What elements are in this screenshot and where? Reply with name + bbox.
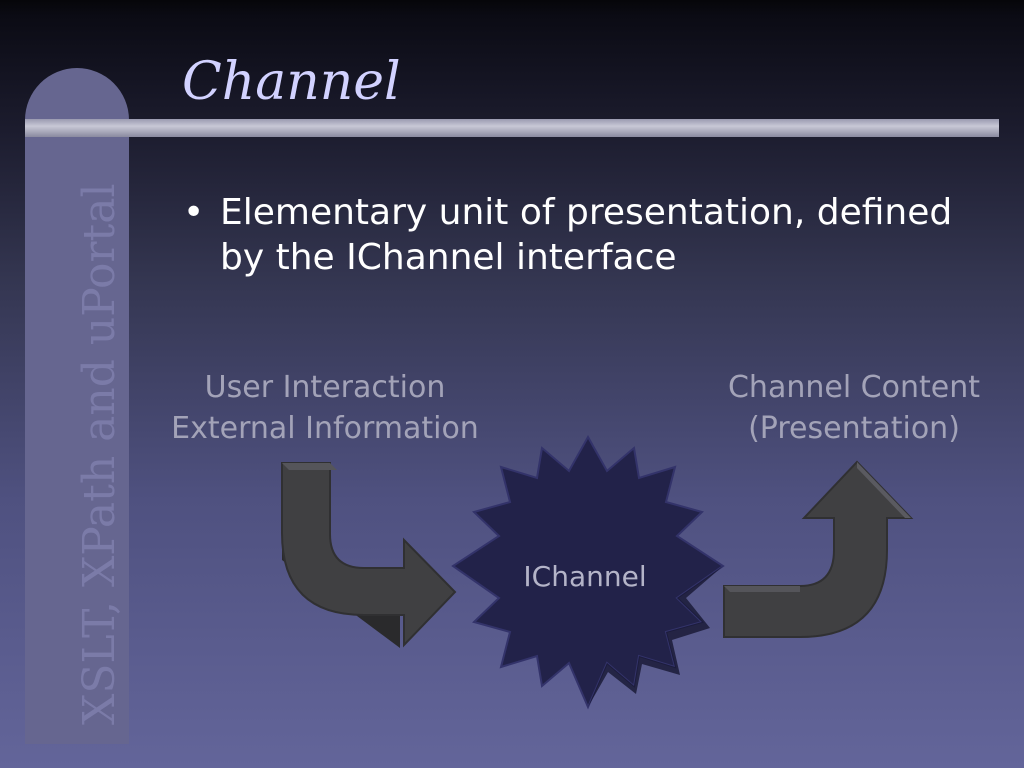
bullet-text: Elementary unit of presentation, defined… [220,192,953,278]
bullet-dot-icon: • [183,192,205,233]
output-label: Channel Content (Presentation) [700,367,1008,449]
input-curved-arrow-icon [281,462,457,648]
ichannel-label: IChannel [523,560,647,593]
input-label-line1: User Interaction [204,370,446,405]
output-label-line1: Channel Content [727,370,980,405]
bullet-item: • Elementary unit of presentation, defin… [183,190,963,280]
input-label-line2: External Information [171,411,479,446]
output-label-line2: (Presentation) [748,411,960,446]
slide-title: Channel [182,52,401,112]
input-label: User Interaction External Information [140,367,510,449]
bullet-list: • Elementary unit of presentation, defin… [183,190,963,280]
starburst-icon [451,434,725,710]
output-curved-arrow-icon [723,460,914,638]
sidebar-band [25,68,129,744]
title-underline-bar [25,119,999,137]
